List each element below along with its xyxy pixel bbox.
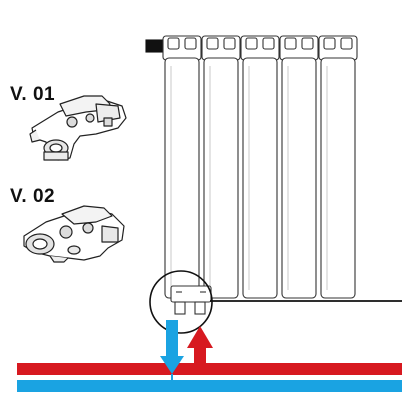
hot-pipe <box>17 363 402 375</box>
radiator-section <box>279 35 319 299</box>
v01-label: V. 01 <box>10 84 56 105</box>
radiator-sections <box>162 35 358 299</box>
radiator-section <box>162 35 202 299</box>
valve-v02-icon <box>23 205 125 263</box>
radiator-section <box>240 35 280 299</box>
v02-label: V. 02 <box>10 186 56 207</box>
highlight-circle <box>149 270 213 334</box>
supply-arrow-up-icon <box>187 326 213 368</box>
valve-v01-icon <box>29 95 127 161</box>
radiator-connection-block <box>170 285 212 303</box>
radiator-icon <box>145 35 358 315</box>
return-arrow-down-icon <box>160 320 184 383</box>
radiator-section <box>318 35 358 299</box>
cold-pipe <box>17 380 402 392</box>
radiator-section <box>201 35 241 299</box>
radiator-bleed-valve-icon <box>145 39 163 53</box>
